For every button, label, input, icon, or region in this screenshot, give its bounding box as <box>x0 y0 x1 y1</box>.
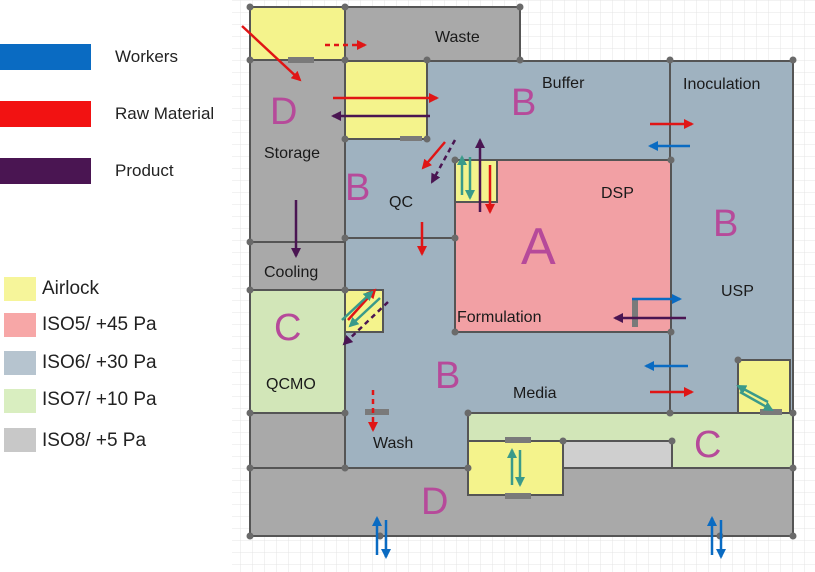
room-label-formulation: Formulation <box>457 309 541 326</box>
grade-letter-b-usp: B <box>713 203 738 245</box>
legend-label-workers: Workers <box>115 47 178 66</box>
product-arrows <box>291 111 686 346</box>
product-arrow-qcmo-dashed <box>342 301 389 346</box>
interior-walls <box>344 61 671 413</box>
zone-wash-left <box>249 412 346 469</box>
legend-swatch-workers <box>0 44 91 70</box>
raw-arrow-entry <box>241 25 302 82</box>
legend-swatch-iso8 <box>4 428 36 452</box>
legend-label-raw-material: Raw Material <box>115 104 215 123</box>
grade-letter-b-media: B <box>435 355 460 397</box>
grade-letter-a-core: A <box>521 218 556 276</box>
zone-storage <box>249 59 346 243</box>
legend-swatch-iso7 <box>4 389 36 413</box>
legend-swatch-iso5 <box>4 313 36 337</box>
room-label-storage: Storage <box>264 145 320 162</box>
legend-swatch-iso6 <box>4 351 36 375</box>
legend-label-iso5: ISO5/ +45 Pa <box>42 314 157 335</box>
door-markers <box>288 57 782 499</box>
room-label-inoculation: Inoculation <box>683 76 760 93</box>
legend-label-iso6: ISO6/ +30 Pa <box>42 352 157 373</box>
grade-letter-d-storage: D <box>270 91 297 133</box>
zone-cooling <box>249 241 346 291</box>
worker-arrows <box>372 141 726 559</box>
iso8-zones <box>249 6 794 537</box>
legend-swatch-airlock <box>4 277 36 301</box>
room-label-cooling: Cooling <box>264 264 318 281</box>
room-label-waste: Waste <box>435 29 480 46</box>
room-label-dsp: DSP <box>601 185 634 202</box>
airlock-bottom <box>467 440 564 496</box>
room-label-wash: Wash <box>373 435 413 452</box>
legend-swatch-product <box>0 158 91 184</box>
grade-letter-b-buffer: B <box>511 82 536 124</box>
legend-label-iso7: ISO7/ +10 Pa <box>42 389 157 410</box>
room-label-qc: QC <box>389 194 413 211</box>
floor-plan: Waste Buffer Inoculation Storage QC DSP … <box>232 0 815 572</box>
room-label-usp: USP <box>721 283 754 300</box>
legend-swatch-raw-material <box>0 101 91 127</box>
zone-corridor-small <box>562 440 674 469</box>
wall-nodes <box>246 3 797 540</box>
legend-label-airlock: Airlock <box>42 278 100 299</box>
product-arrow-qc-dashed <box>430 139 457 184</box>
grade-letter-c-right: C <box>694 424 721 466</box>
airlock-top-left <box>249 6 346 61</box>
grade-letter-b-qc: B <box>345 167 370 209</box>
airlock-teal-arrows <box>341 155 774 487</box>
grade-letter-c-qcmo: C <box>274 307 301 349</box>
room-label-media: Media <box>513 385 557 402</box>
grade-letter-d-corridor: D <box>421 481 448 523</box>
room-label-qcmo: QCMO <box>266 376 316 393</box>
raw-arrow-qc-diag <box>421 141 446 170</box>
legend-label-iso8: ISO8/ +5 Pa <box>42 430 147 451</box>
airlock-storage <box>344 60 428 140</box>
legend-label-product: Product <box>115 161 174 180</box>
room-label-buffer: Buffer <box>542 75 585 92</box>
zone-waste <box>344 6 521 62</box>
raw-material-arrows <box>241 25 694 432</box>
